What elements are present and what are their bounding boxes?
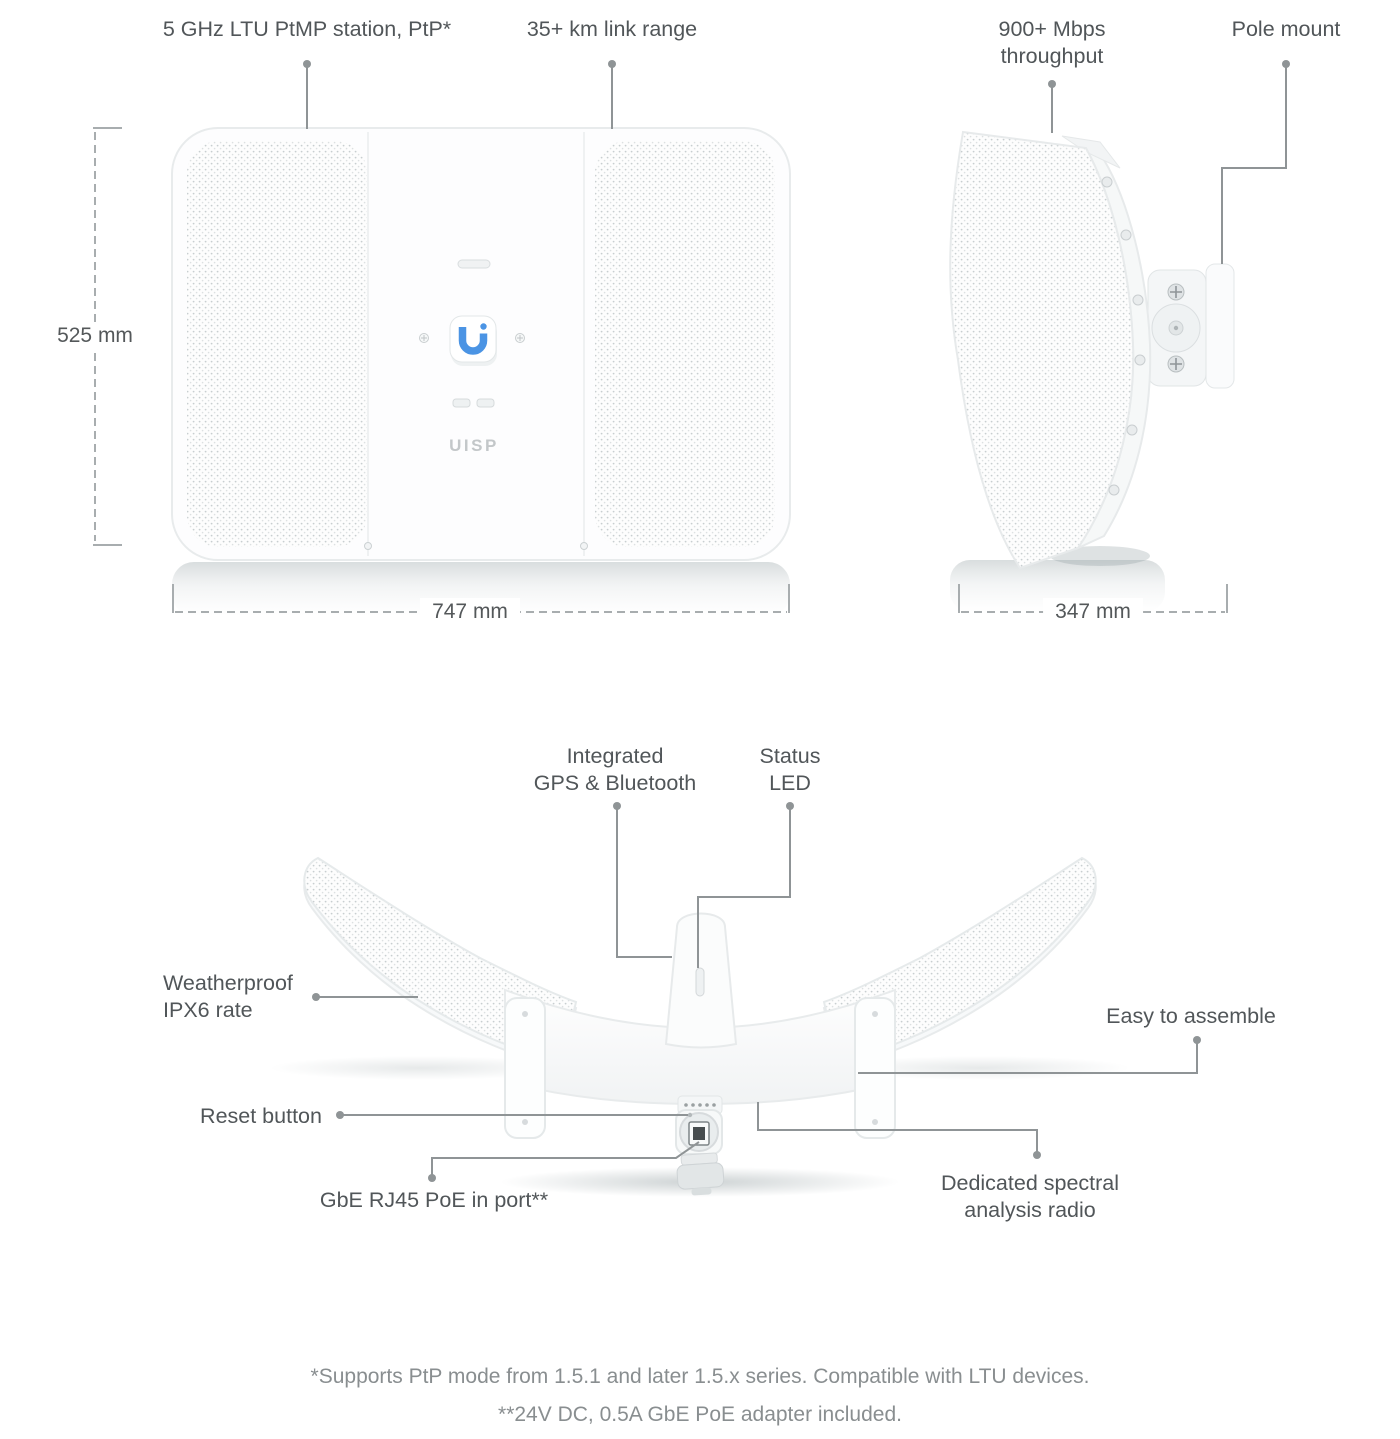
leader-gps: [616, 806, 672, 958]
callout-gps-line1: Integrated: [566, 744, 664, 768]
callout-spectral-line1: Dedicated spectral: [940, 1171, 1120, 1195]
seam-screw-left: [364, 542, 372, 550]
spine-screws: [1101, 176, 1146, 496]
side-view: [949, 130, 1235, 612]
callout-spectral-line2: analysis radio: [964, 1198, 1096, 1222]
callout-reset: Reset button: [200, 1104, 322, 1128]
leader-easy-assemble: [858, 1040, 1198, 1074]
reset-pinhole: [687, 1112, 693, 1118]
seam-screw-right: [580, 542, 588, 550]
callout-weatherproof: Weatherproof IPX6 rate: [163, 970, 293, 1024]
callout-gps-bluetooth: Integrated GPS & Bluetooth: [534, 743, 697, 797]
uisp-wordmark: UISP: [449, 436, 499, 455]
leader-status-led: [697, 806, 791, 968]
callout-weatherproof-line1: Weatherproof: [163, 971, 293, 995]
bottom-view: [270, 856, 1130, 1197]
front-right-antenna-panel: [595, 141, 775, 547]
logo-plate: [449, 315, 497, 363]
leader-pole-mount: [1221, 64, 1287, 264]
leader-spectral: [757, 1102, 1038, 1152]
cable-gland: [676, 1152, 725, 1196]
callout-status-line1: Status: [759, 744, 821, 768]
side-shadow: [1050, 546, 1150, 566]
side-dish: [949, 130, 1135, 570]
dimension-width: 747 mm: [420, 598, 520, 626]
callout-station: 5 GHz LTU PtMP station, PtP*: [162, 17, 452, 41]
ubiquiti-u-logo-icon: [458, 323, 488, 355]
callout-pole-mount: Pole mount: [1231, 17, 1341, 41]
footnote-ptp: *Supports PtP mode from 1.5.1 and later …: [310, 1365, 1090, 1388]
footnote-poe: **24V DC, 0.5A GbE PoE adapter included.: [498, 1403, 902, 1426]
front-view: [171, 127, 791, 616]
callout-status-led: Status LED: [760, 743, 821, 797]
callout-throughput: 900+ Mbps throughput: [999, 16, 1106, 70]
callout-gps-line2: GPS & Bluetooth: [533, 771, 697, 795]
front-reflection: [172, 562, 790, 616]
callout-status-line2: LED: [769, 771, 811, 795]
dimension-depth: 347 mm: [1043, 598, 1143, 626]
leader-poe-port: [431, 1141, 700, 1178]
bracket-pin: [1173, 325, 1179, 331]
right-hinge: [854, 997, 896, 1139]
front-screw-right: [515, 333, 525, 343]
bracket-screw-bottom: [1167, 355, 1185, 373]
top-slot: [457, 259, 491, 269]
callout-throughput-line1: 900+ Mbps: [998, 17, 1106, 41]
callout-spectral: Dedicated spectral analysis radio: [941, 1170, 1119, 1224]
leader-dots: [303, 60, 1290, 1182]
front-left-antenna-panel: [187, 141, 367, 547]
front-screw-left: [419, 333, 429, 343]
status-led-slot: [695, 967, 705, 997]
vent-slot-left: [452, 398, 471, 408]
bracket-screw-top: [1167, 283, 1185, 301]
callout-poe-port: GbE RJ45 PoE in port**: [319, 1188, 549, 1212]
left-hinge: [504, 997, 546, 1139]
connector-pins: [684, 1103, 716, 1107]
callout-throughput-line2: throughput: [1000, 44, 1104, 68]
vent-slot-right: [476, 398, 495, 408]
callout-link-range: 35+ km link range: [526, 17, 698, 41]
pole-clamp: [1205, 263, 1235, 389]
rj45-opening: [693, 1127, 705, 1140]
leader-lines: [306, 64, 1287, 1178]
callout-weatherproof-line2: IPX6 rate: [163, 998, 253, 1022]
dimension-height: 525 mm: [45, 322, 145, 350]
callout-easy-assemble: Easy to assemble: [1106, 1004, 1276, 1028]
bottom-shadow-left: [270, 1056, 570, 1080]
